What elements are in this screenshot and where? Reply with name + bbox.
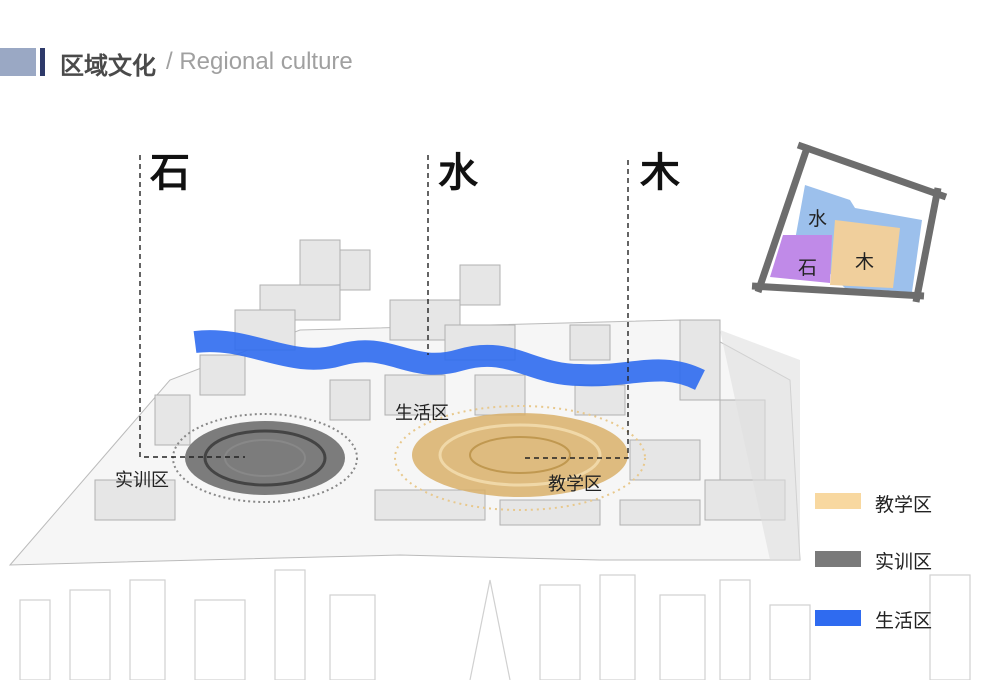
wood-leader-line [525, 160, 629, 459]
mini-map [751, 141, 948, 303]
legend-swatch-teaching [815, 493, 861, 509]
stone-leader-line [139, 155, 245, 458]
legend-label-living: 生活区 [875, 610, 933, 632]
header-accent-bar [40, 48, 45, 76]
building-shadow [720, 330, 800, 560]
element-wood-label: 木 [640, 149, 680, 196]
legend-swatch-living [815, 610, 861, 626]
mini-map-stone-label: 石 [798, 257, 818, 279]
header-accent-block [0, 48, 36, 76]
legend-label-teaching: 教学区 [875, 494, 933, 516]
training-zone-ring [172, 413, 358, 503]
legend-label-training: 实训区 [875, 551, 933, 573]
zone-label-living: 生活区 [395, 403, 449, 424]
mini-map-wood [830, 220, 900, 288]
skyline [19, 569, 971, 680]
element-stone-label: 石 [150, 149, 190, 196]
mini-map-stone [770, 235, 832, 283]
legend-swatch-training [815, 551, 861, 567]
page-subtitle: / Regional culture [166, 48, 353, 75]
element-water-label: 水 [438, 149, 478, 196]
mini-map-water-label: 水 [808, 208, 828, 230]
mini-map-wood-label: 木 [855, 251, 875, 273]
water-wave [193, 330, 705, 391]
zone-label-teaching: 教学区 [548, 474, 602, 495]
teaching-zone-ring [394, 405, 646, 511]
zone-label-training: 实训区 [115, 470, 169, 491]
page-title: 区域文化 [60, 52, 156, 80]
